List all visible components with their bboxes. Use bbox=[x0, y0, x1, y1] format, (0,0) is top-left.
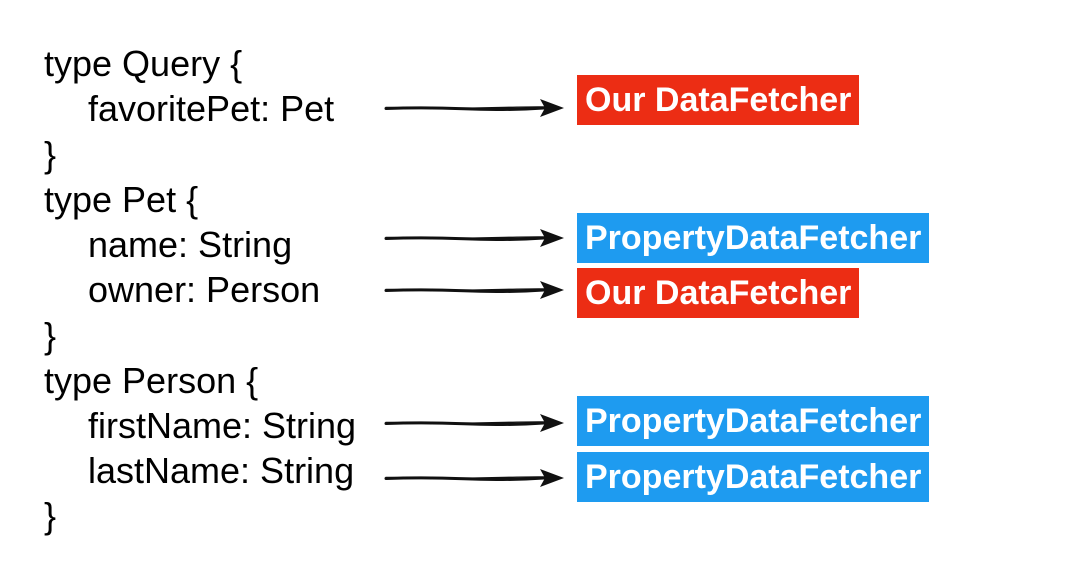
field-owner: owner: Person bbox=[88, 269, 321, 310]
arrow-right-icon bbox=[384, 281, 564, 299]
field-first-name: firstName: String bbox=[88, 405, 357, 446]
type-pet-open: type Pet { bbox=[44, 179, 199, 220]
type-pet-close: } bbox=[44, 315, 57, 356]
datafetcher-label-last-name: PropertyDataFetcher bbox=[577, 452, 930, 502]
field-last-name: lastName: String bbox=[88, 450, 355, 491]
arrow-right-icon bbox=[384, 469, 564, 487]
arrow-right-icon bbox=[384, 229, 564, 247]
datafetcher-label-first-name: PropertyDataFetcher bbox=[577, 396, 930, 446]
datafetcher-label-name: PropertyDataFetcher bbox=[577, 213, 930, 263]
arrow-right-icon bbox=[384, 99, 564, 117]
datafetcher-label-favorite-pet: Our DataFetcher bbox=[577, 75, 860, 125]
datafetcher-label-owner: Our DataFetcher bbox=[577, 268, 860, 318]
arrow-right-icon bbox=[384, 414, 564, 432]
type-query-open: type Query { bbox=[44, 43, 243, 84]
field-name: name: String bbox=[88, 224, 293, 265]
field-favorite-pet: favoritePet: Pet bbox=[88, 88, 335, 129]
type-person-open: type Person { bbox=[44, 360, 259, 401]
type-query-close: } bbox=[44, 134, 57, 175]
type-person-close: } bbox=[44, 495, 57, 536]
